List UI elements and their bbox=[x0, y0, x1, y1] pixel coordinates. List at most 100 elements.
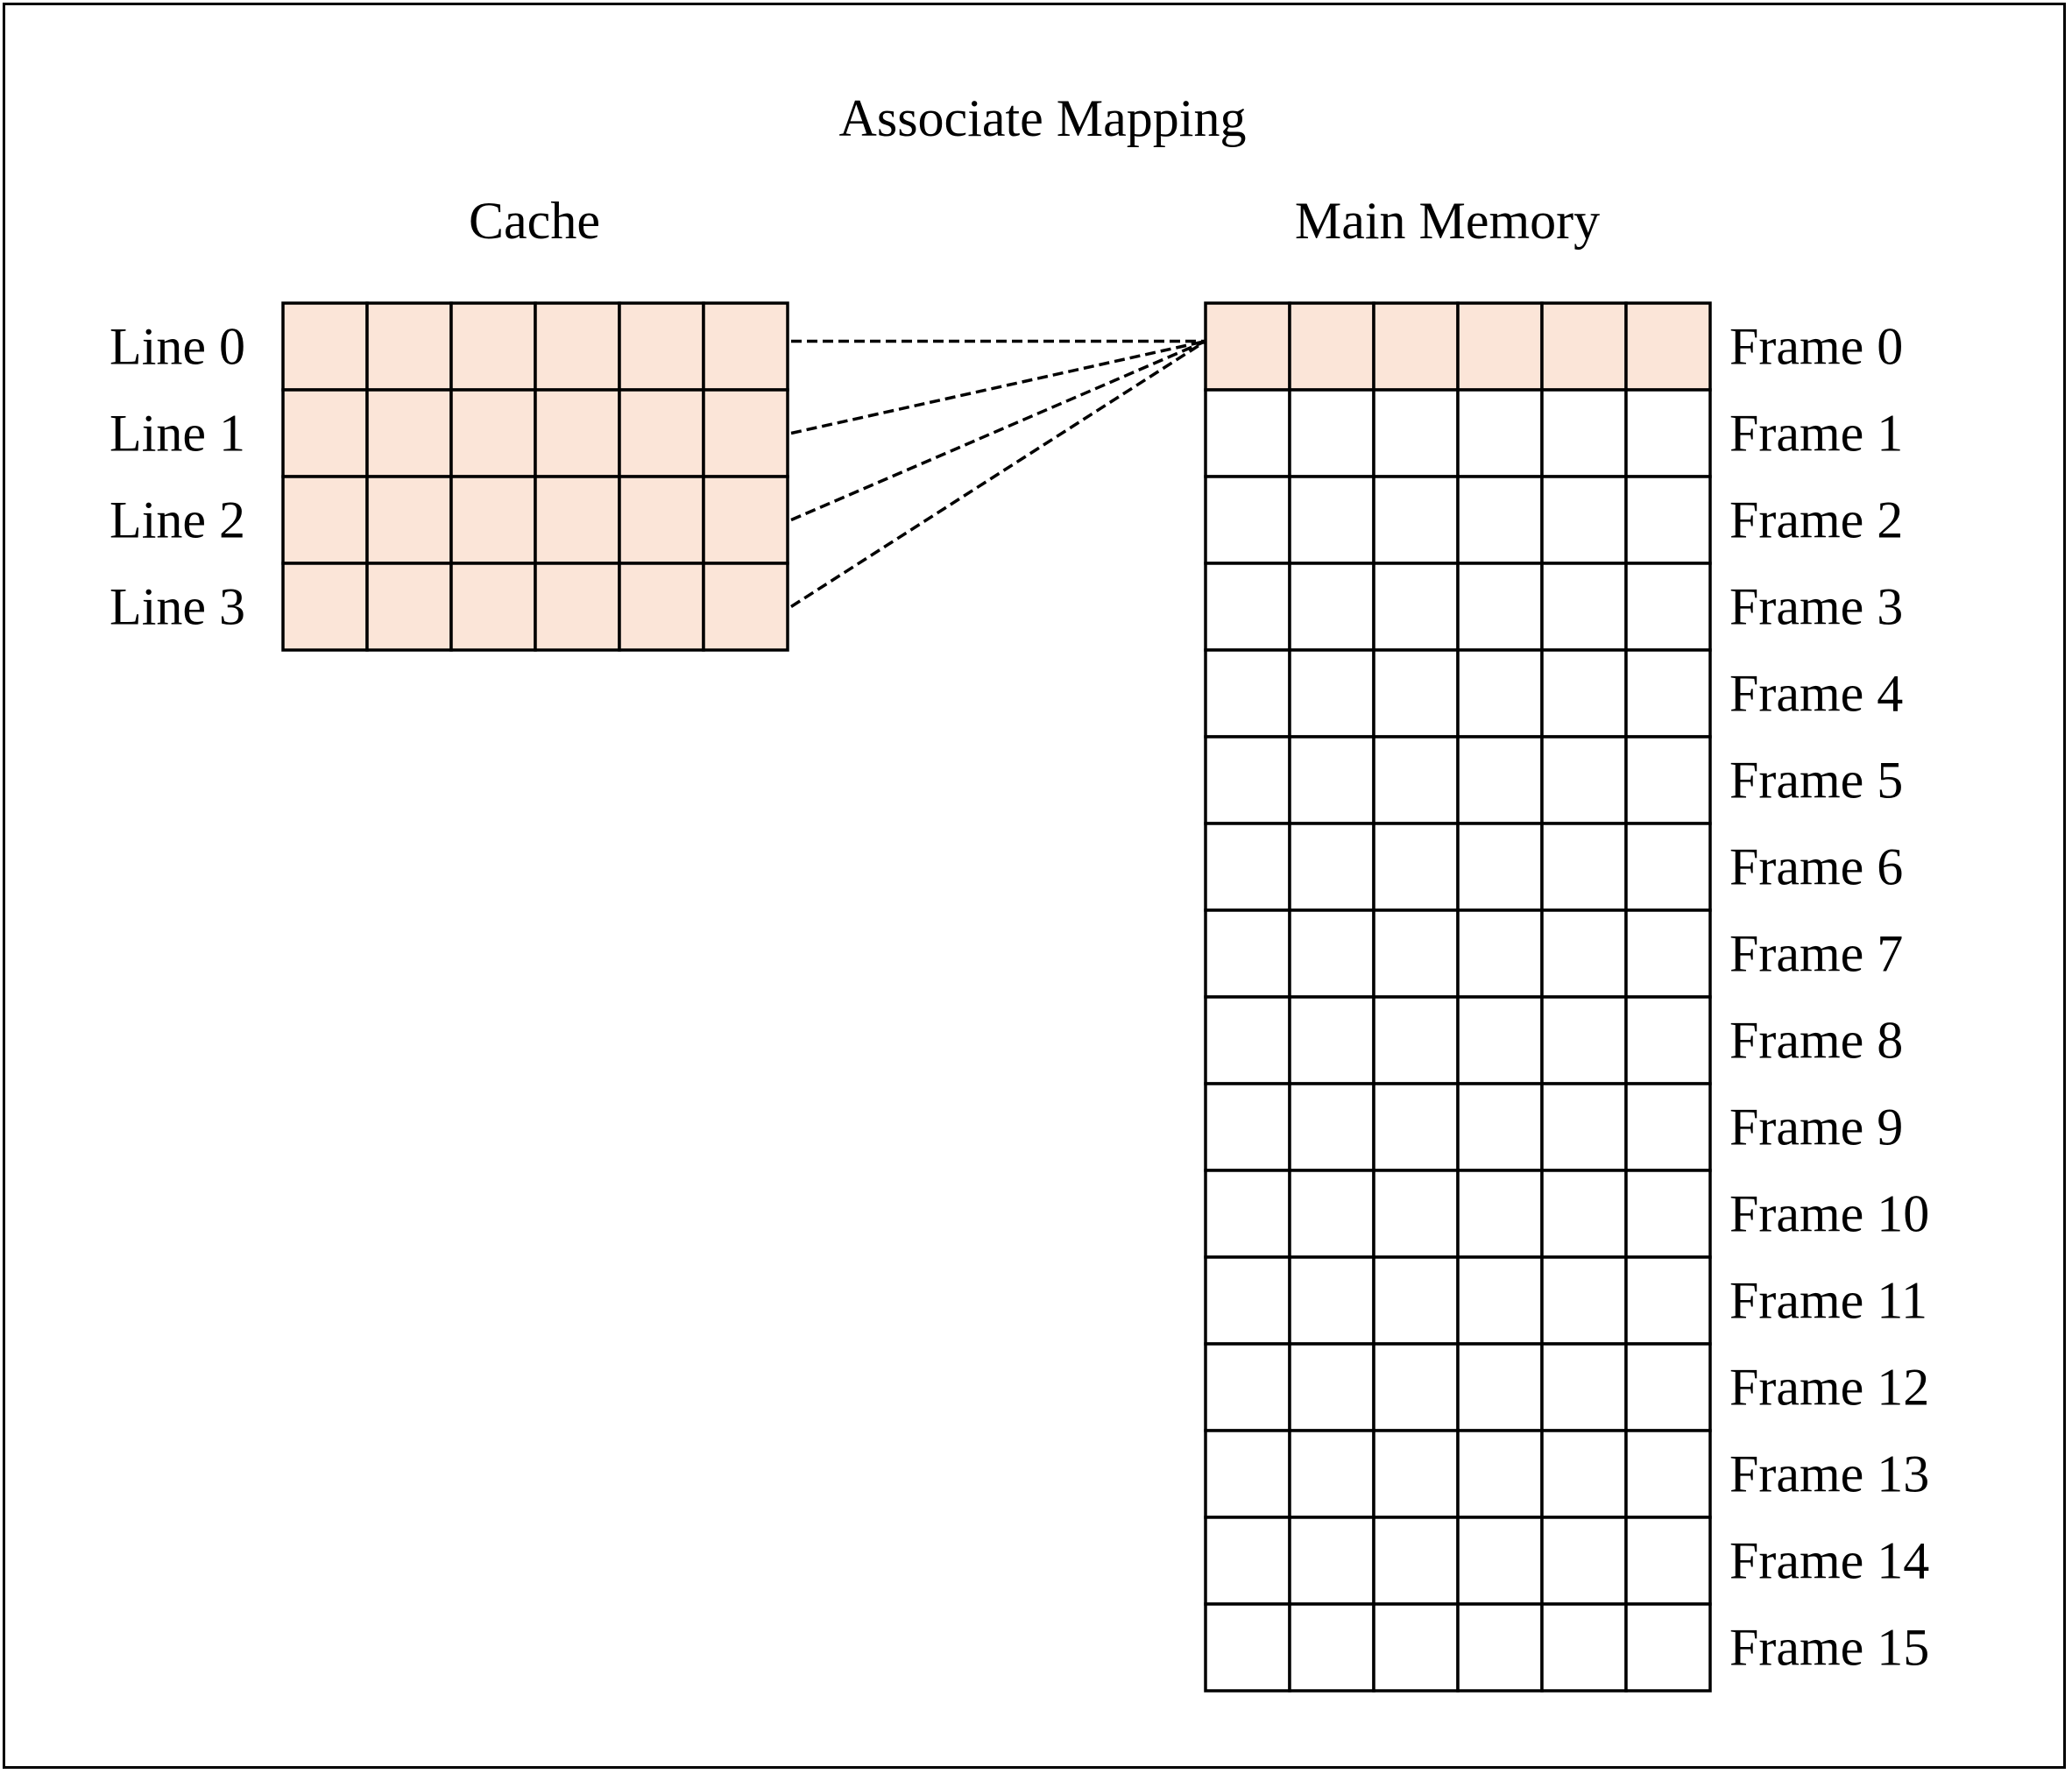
memory-cell bbox=[1456, 1342, 1544, 1432]
cache-cell bbox=[365, 388, 453, 478]
memory-cell bbox=[1456, 908, 1544, 999]
memory-cell bbox=[1456, 735, 1544, 825]
memory-frame-label: Frame 2 bbox=[1729, 491, 1903, 549]
memory-cell bbox=[1204, 1429, 1291, 1519]
memory-frame-label: Frame 9 bbox=[1729, 1099, 1903, 1156]
memory-cell bbox=[1540, 475, 1628, 565]
cache-heading: Cache bbox=[469, 192, 600, 250]
memory-cell bbox=[1204, 1255, 1291, 1346]
memory-cell bbox=[1624, 995, 1712, 1085]
memory-cell bbox=[1624, 908, 1712, 999]
memory-cell bbox=[1204, 475, 1291, 565]
memory-frame-label: Frame 7 bbox=[1729, 925, 1903, 983]
memory-cell bbox=[1456, 995, 1544, 1085]
memory-cell bbox=[1372, 1255, 1460, 1346]
memory-cell bbox=[1540, 388, 1628, 478]
cache-cell bbox=[534, 562, 621, 652]
memory-cell bbox=[1288, 995, 1375, 1085]
cache-cell bbox=[618, 475, 705, 565]
memory-cell bbox=[1204, 995, 1291, 1085]
memory-cell bbox=[1288, 908, 1375, 999]
memory-cell bbox=[1540, 1082, 1628, 1172]
cache-cell bbox=[702, 475, 789, 565]
memory-cell bbox=[1204, 822, 1291, 912]
memory-cell bbox=[1456, 562, 1544, 652]
memory-cell bbox=[1456, 1082, 1544, 1172]
memory-frame-label: Frame 10 bbox=[1729, 1185, 1929, 1243]
memory-cell bbox=[1288, 1516, 1375, 1606]
diagram-title: Associate Mapping bbox=[839, 89, 1247, 147]
memory-cell bbox=[1540, 1429, 1628, 1519]
memory-cell bbox=[1288, 1082, 1375, 1172]
memory-cell bbox=[1456, 1429, 1544, 1519]
memory-cell bbox=[1540, 1255, 1628, 1346]
memory-cell bbox=[1540, 1342, 1628, 1432]
memory-cell bbox=[1456, 822, 1544, 912]
memory-cell bbox=[1204, 1342, 1291, 1432]
memory-cell bbox=[1204, 388, 1291, 478]
memory-cell bbox=[1540, 1169, 1628, 1259]
cache-cell bbox=[534, 301, 621, 392]
cache-cell bbox=[281, 301, 369, 392]
mapping-line bbox=[790, 339, 1206, 522]
cache-line-label: Line 0 bbox=[110, 318, 245, 376]
cache-cell bbox=[449, 301, 537, 392]
memory-cell bbox=[1540, 1516, 1628, 1606]
memory-cell-highlighted bbox=[1372, 301, 1460, 392]
memory-cell bbox=[1288, 1255, 1375, 1346]
cache-cell bbox=[449, 388, 537, 478]
memory-cell bbox=[1204, 562, 1291, 652]
mapping-line bbox=[790, 339, 1206, 435]
cache-line-label: Line 1 bbox=[110, 405, 245, 463]
memory-cell bbox=[1288, 1169, 1375, 1259]
memory-cell bbox=[1372, 648, 1460, 739]
memory-cell bbox=[1288, 1429, 1375, 1519]
mapping-line bbox=[790, 340, 1206, 608]
memory-cell bbox=[1372, 908, 1460, 999]
memory-cell bbox=[1372, 995, 1460, 1085]
memory-cell bbox=[1288, 1342, 1375, 1432]
memory-cell bbox=[1372, 822, 1460, 912]
memory-cell bbox=[1372, 1516, 1460, 1606]
cache-line-label: Line 3 bbox=[110, 578, 245, 636]
memory-frame-label: Frame 14 bbox=[1729, 1532, 1929, 1590]
memory-cell-highlighted bbox=[1288, 301, 1375, 392]
memory-cell bbox=[1624, 1169, 1712, 1259]
memory-cell-highlighted bbox=[1540, 301, 1628, 392]
memory-cell-highlighted bbox=[1456, 301, 1544, 392]
memory-cell bbox=[1456, 475, 1544, 565]
memory-frame-label: Frame 0 bbox=[1729, 318, 1903, 376]
cache-cell bbox=[618, 388, 705, 478]
cache-cell bbox=[618, 562, 705, 652]
memory-cell bbox=[1540, 1602, 1628, 1693]
cache-cell bbox=[365, 301, 453, 392]
memory-cell bbox=[1456, 648, 1544, 739]
memory-cell bbox=[1540, 735, 1628, 825]
cache-line-label: Line 2 bbox=[110, 491, 245, 549]
memory-cell bbox=[1540, 995, 1628, 1085]
cache-cell bbox=[281, 388, 369, 478]
cache-cell bbox=[281, 562, 369, 652]
cache-cell bbox=[534, 388, 621, 478]
memory-cell bbox=[1624, 735, 1712, 825]
cache-cell bbox=[281, 475, 369, 565]
memory-cell bbox=[1624, 388, 1712, 478]
memory-cell bbox=[1372, 1082, 1460, 1172]
memory-cell bbox=[1540, 562, 1628, 652]
memory-frame-label: Frame 4 bbox=[1729, 665, 1903, 723]
memory-cell bbox=[1624, 1429, 1712, 1519]
memory-frame-label: Frame 5 bbox=[1729, 752, 1903, 809]
cache-grid bbox=[281, 301, 789, 652]
memory-cell bbox=[1372, 1342, 1460, 1432]
memory-frame-label: Frame 1 bbox=[1729, 405, 1903, 463]
mapping-lines bbox=[790, 339, 1206, 608]
memory-cell bbox=[1288, 648, 1375, 739]
memory-cell bbox=[1624, 822, 1712, 912]
memory-cell bbox=[1204, 1082, 1291, 1172]
memory-cell-highlighted bbox=[1624, 301, 1712, 392]
memory-cell bbox=[1204, 1602, 1291, 1693]
memory-cell bbox=[1288, 822, 1375, 912]
memory-cell bbox=[1456, 388, 1544, 478]
memory-cell bbox=[1288, 475, 1375, 565]
